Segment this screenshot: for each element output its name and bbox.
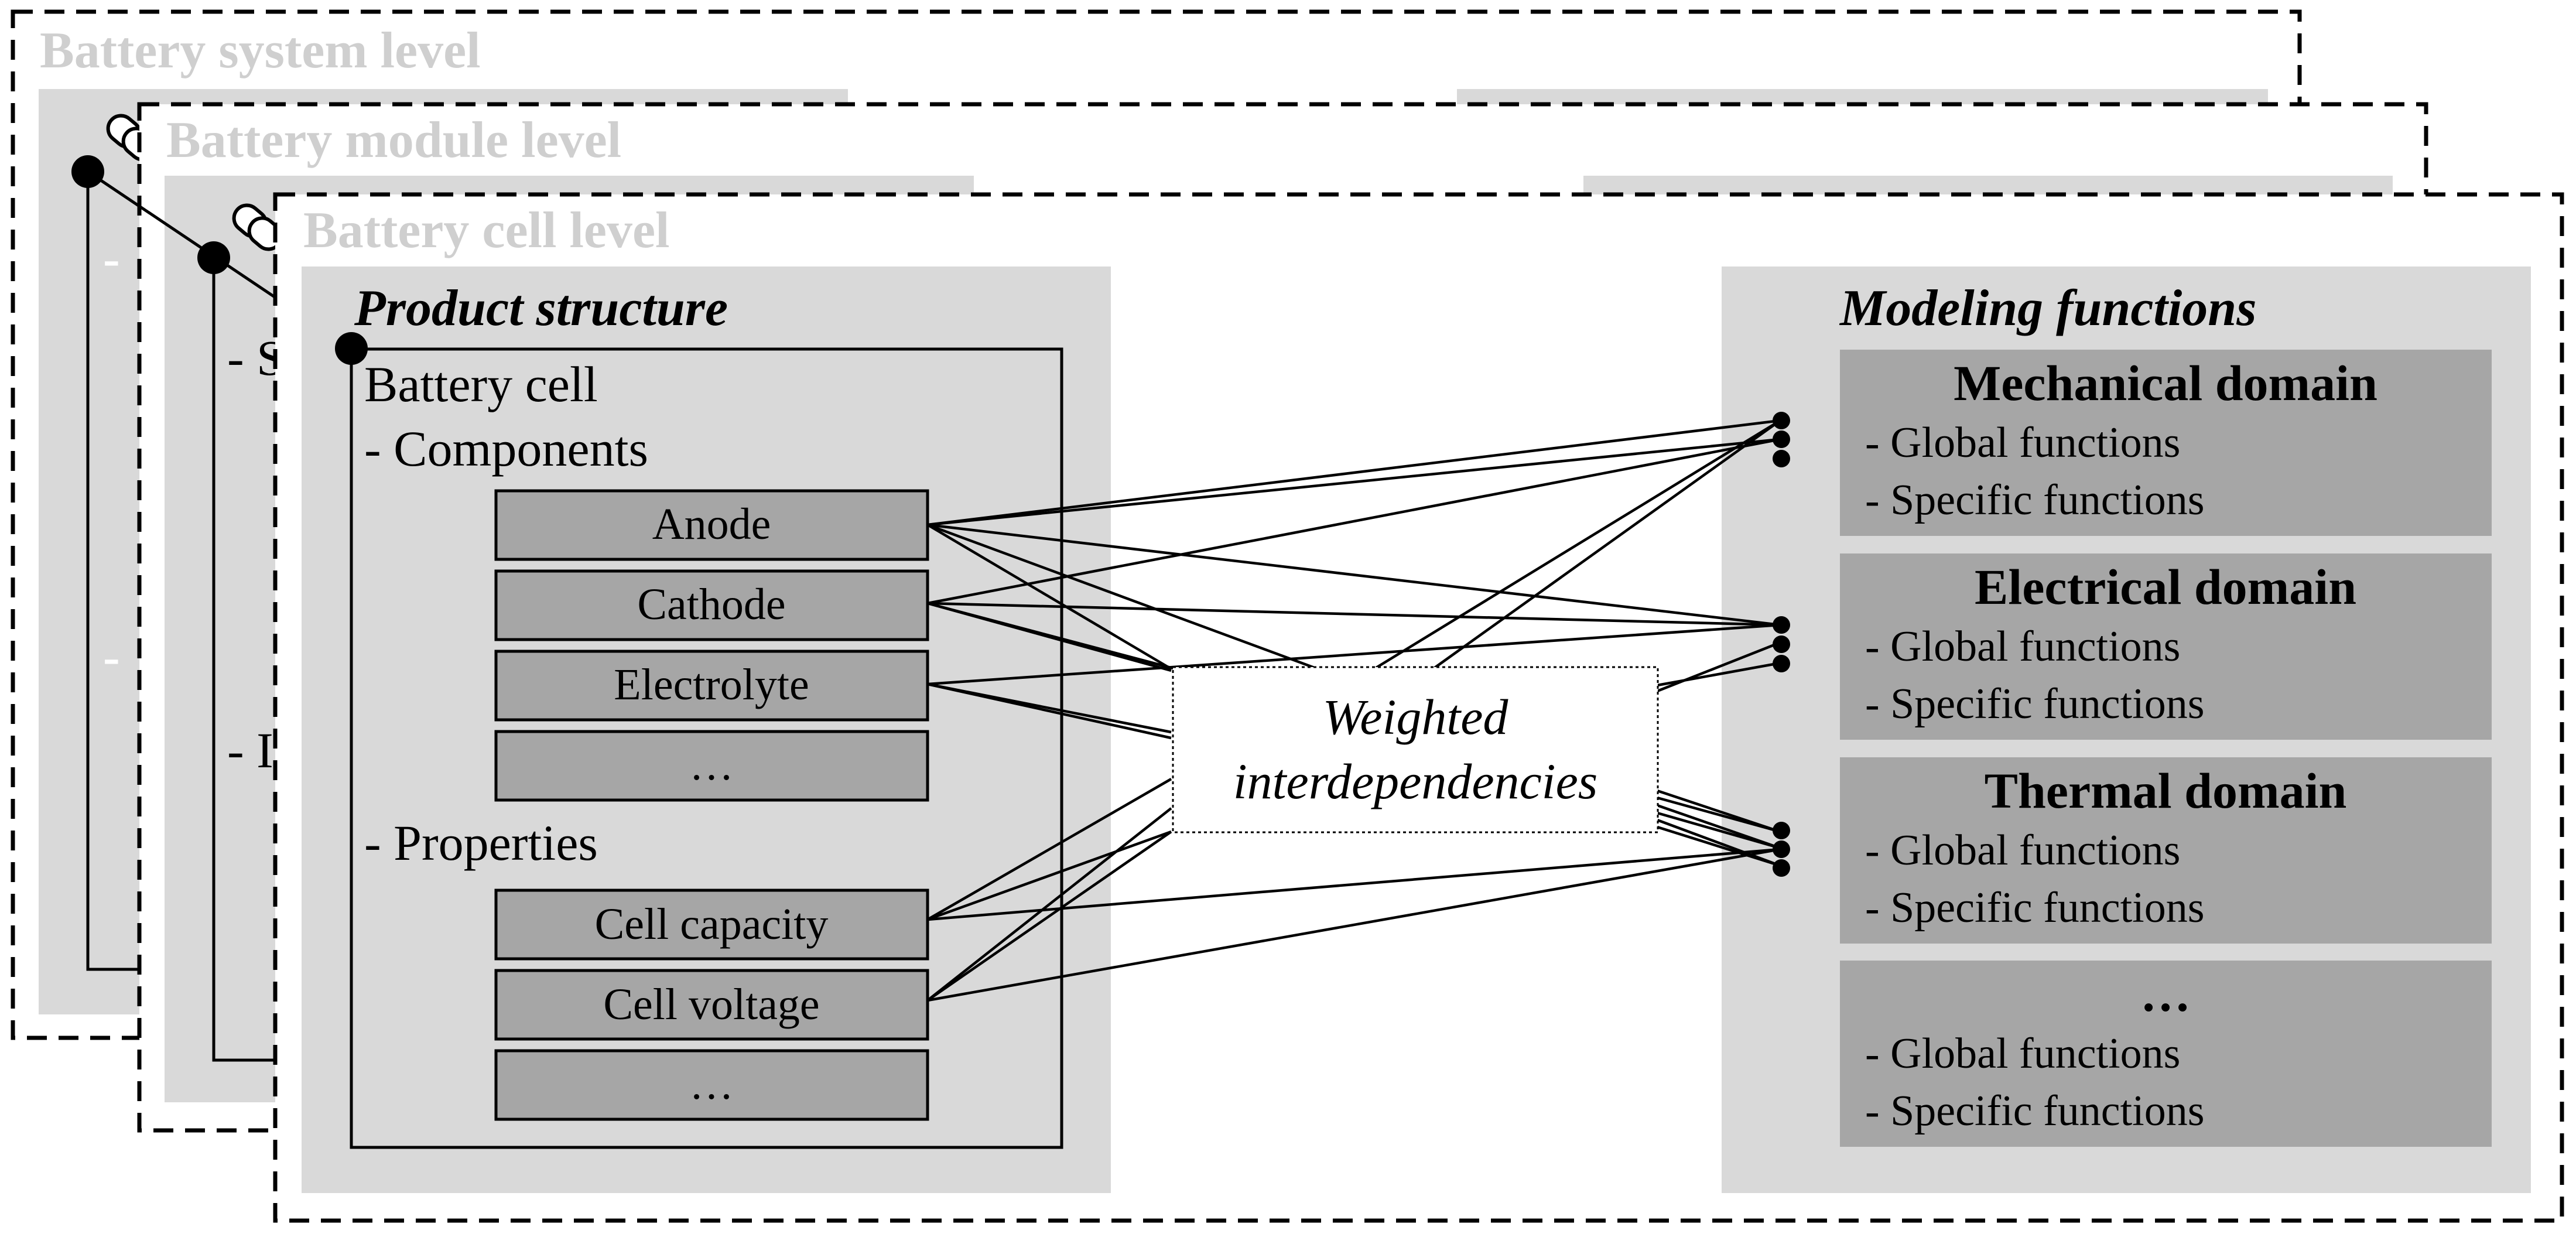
component-box-electrolyte: Electrolyte: [494, 650, 929, 722]
cell-level-title: Battery cell level: [303, 202, 669, 259]
specific-functions-label: - Specific functions: [1865, 476, 2205, 524]
specific-functions-label: - Specific functions: [1865, 1087, 2205, 1135]
components-label: - Components: [364, 421, 648, 477]
system-level-title: Battery system level: [40, 22, 481, 79]
properties-label: - Properties: [364, 815, 598, 871]
property-box-cell-capacity: Cell capacity: [494, 889, 929, 961]
battery-cell-label: Battery cell: [364, 356, 598, 412]
cell-level-frame: Battery cell level Product structure Bat…: [273, 192, 2564, 1223]
domain-box-electrical: Electrical domain - Global functions - S…: [1840, 553, 2492, 740]
connection-dots: [1773, 412, 1790, 877]
domain-box-more: … - Global functions - Specific function…: [1840, 961, 2492, 1147]
specific-functions-label: - Specific functions: [1865, 680, 2205, 728]
property-label: Cell capacity: [595, 900, 829, 949]
global-functions-label: - Global functions: [1865, 826, 2180, 874]
center-label-line1: Weighted: [1323, 689, 1509, 745]
component-label: Cathode: [637, 580, 785, 629]
domain-box-thermal: Thermal domain - Global functions - Spec…: [1840, 757, 2492, 944]
domain-title: Mechanical domain: [1954, 355, 2377, 411]
modeling-functions-title: Modeling functions: [1839, 280, 2256, 337]
property-label: Cell voltage: [603, 980, 819, 1029]
component-box-cathode: Cathode: [494, 569, 929, 641]
svg-text:-: -: [103, 230, 120, 286]
component-box-more: …: [494, 730, 929, 802]
component-label: …: [689, 740, 734, 790]
global-functions-label: - Global functions: [1865, 623, 2180, 671]
component-box-anode: Anode: [494, 489, 929, 561]
domain-title: Electrical domain: [1975, 559, 2356, 615]
domain-title: Thermal domain: [1985, 763, 2347, 819]
global-functions-label: - Global functions: [1865, 419, 2180, 467]
domain-title: …: [2140, 966, 2191, 1022]
global-functions-label: - Global functions: [1865, 1030, 2180, 1078]
property-label: …: [689, 1060, 734, 1109]
product-structure-title: Product structure: [354, 280, 728, 337]
component-label: Anode: [652, 500, 771, 549]
domain-box-mechanical: Mechanical domain - Global functions - S…: [1840, 350, 2492, 536]
property-box-more: …: [494, 1049, 929, 1121]
cell-anchor-dot: [335, 332, 368, 365]
module-level-title: Battery module level: [166, 112, 621, 169]
weighted-interdependencies-box: Weighted interdependencies: [1172, 666, 1659, 833]
component-label: Electrolyte: [614, 660, 809, 709]
svg-text:-: -: [103, 628, 120, 685]
specific-functions-label: - Specific functions: [1865, 884, 2205, 932]
svg-text:- I: - I: [227, 722, 273, 778]
interdependency-lines: [926, 419, 1781, 1002]
property-box-cell-voltage: Cell voltage: [494, 969, 929, 1041]
center-label-line2: interdependencies: [1233, 753, 1597, 809]
